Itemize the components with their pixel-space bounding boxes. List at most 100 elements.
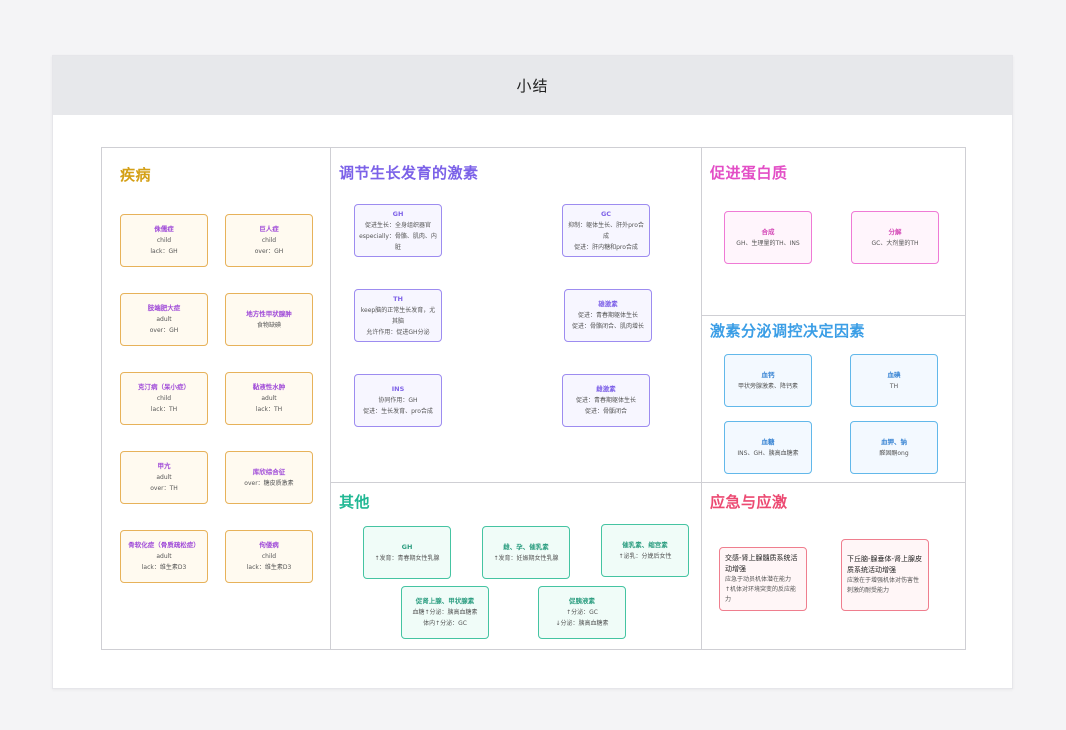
node-title: INS	[391, 385, 405, 393]
section-title-factors: 激素分泌调控决定因素	[710, 322, 866, 340]
section-title-stress: 应急与应激	[710, 493, 788, 511]
node-line: GC、大剂量的TH	[871, 239, 919, 247]
section-title-disease: 疾病	[120, 166, 152, 184]
node-title: 交感-肾上腺髓质系统活动增强	[725, 554, 798, 573]
node-title: GH	[392, 209, 404, 218]
other-node[interactable]: 雌、孕、催乳素 ↑发育：妊娠期女性乳腺	[482, 526, 570, 579]
protein-node[interactable]: 分解 GC、大剂量的TH	[851, 211, 939, 264]
node-line: lack：维生素D3	[246, 564, 292, 571]
node-line: 甲状旁腺激素、降钙素	[737, 382, 798, 390]
disease-node[interactable]: 佝偻病 child lack：维生素D3	[225, 530, 313, 583]
disease-node[interactable]: 库欣综合征 over：糖皮质激素	[225, 451, 313, 504]
node-line: child	[261, 553, 277, 560]
node-line: child	[156, 237, 172, 244]
node-line: ↑发育：妊娠期女性乳腺	[493, 554, 559, 562]
disease-node[interactable]: 地方性甲状腺肿 食物缺碘	[225, 293, 313, 346]
node-line: adult	[156, 553, 172, 560]
node-title: GH	[401, 542, 413, 551]
node-title: 血钾、钠	[881, 437, 907, 446]
disease-node[interactable]: 克汀病（呆小症） child lack：TH	[120, 372, 208, 425]
disease-node[interactable]: 骨软化症（骨质疏松症） adult lack：维生素D3	[120, 530, 208, 583]
stress-node[interactable]: 交感-肾上腺髓质系统活动增强 应急于动员机体潜在能力 ↑机体对环境突变的反应能力	[719, 547, 807, 611]
node-title: 黏液性水肿	[252, 383, 286, 391]
node-title: 库欣综合征	[252, 467, 286, 476]
factor-node[interactable]: 血钾、钠 醛固酮ong	[850, 421, 938, 474]
disease-node[interactable]: 黏液性水肿 adult lack：TH	[225, 372, 313, 425]
other-node[interactable]: GH ↑发育：青春期女性乳腺	[363, 526, 451, 579]
mind-map-board: 疾病 侏儒症 child lack：GH 巨人症 child over：GH 肢…	[101, 147, 966, 650]
disease-node[interactable]: 侏儒症 child lack：GH	[120, 214, 208, 267]
node-line: adult	[156, 316, 172, 323]
section-title-other: 其他	[339, 493, 371, 511]
hormone-node[interactable]: TH keep脑的正常生长发育，尤其脑 允许作用：促进GH分泌	[354, 289, 442, 342]
node-line: 促进：青春期躯体生长	[577, 312, 638, 319]
other-node[interactable]: 催乳素、缩宫素 ↑泌乳：分娩后女性	[601, 524, 689, 577]
node-line: 抑制：躯体生长、肝外pro合成	[568, 221, 644, 240]
node-line: ↓分泌：胰高血糖素	[555, 620, 609, 627]
other-node[interactable]: 促肾上腺、甲状腺素 血糖↑分泌：胰高血糖素 体内↑分泌：GC	[401, 586, 489, 639]
node-title: 佝偻病	[259, 541, 279, 549]
node-line: lack：GH	[150, 248, 178, 255]
node-title: GC	[600, 209, 612, 218]
section-title-hormones: 调节生长发育的激素	[339, 164, 479, 182]
protein-node[interactable]: 合成 GH、生理量的TH、INS	[724, 211, 812, 264]
node-line: 协同作用：GH	[378, 397, 418, 404]
node-line: lack：维生素D3	[141, 564, 187, 571]
divider-right	[701, 148, 702, 649]
page-title: 小结	[53, 56, 1012, 115]
node-title: 雌激素	[596, 385, 616, 393]
disease-node[interactable]: 肢端肥大症 adult over：GH	[120, 293, 208, 346]
node-title: 下丘脑-腺垂体-肾上腺皮质系统活动增强	[847, 555, 923, 574]
node-line: ↑分泌：GC	[566, 609, 598, 616]
disease-node[interactable]: 巨人症 child over：GH	[225, 214, 313, 267]
node-line: child	[156, 395, 172, 402]
node-title: TH	[393, 294, 403, 303]
node-line: GH、生理量的TH、INS	[736, 239, 800, 247]
node-title: 巨人症	[259, 225, 279, 233]
node-line: over：GH	[149, 327, 179, 334]
node-title: 促肾上腺、甲状腺素	[415, 597, 475, 605]
factor-node[interactable]: 血碘 TH	[850, 354, 938, 407]
node-line: adult	[261, 395, 277, 402]
summary-card: 小结 疾病 侏儒症 child lack：GH 巨人症 child over：G…	[52, 55, 1013, 689]
node-line: TH	[889, 382, 899, 390]
factor-node[interactable]: 血钙 甲状旁腺激素、降钙素	[724, 354, 812, 407]
node-line: lack：TH	[255, 406, 283, 413]
node-line: 允许作用：促进GH分泌	[366, 328, 430, 336]
node-line: 醛固酮ong	[879, 449, 909, 457]
node-title: 雄激素	[598, 300, 618, 308]
node-line: 促进：骨骼闭合、肌肉增长	[571, 323, 644, 330]
node-line: 血糖↑分泌：胰高血糖素	[412, 609, 478, 616]
hormone-node[interactable]: 雌激素 促进：青春期躯体生长 促进：骨骺闭合	[562, 374, 650, 427]
factor-node[interactable]: 血糖 INS、GH、胰高血糖素	[724, 421, 812, 474]
divider-right-bottom	[702, 482, 965, 483]
node-title: 雌、孕、催乳素	[503, 542, 549, 551]
node-line: 促进生长：全身组织器官	[364, 221, 431, 229]
node-title: 地方性甲状腺肿	[246, 309, 292, 318]
divider-left	[330, 148, 331, 649]
node-line: 食物缺碘	[256, 321, 281, 329]
divider-middle	[331, 482, 701, 483]
stress-node[interactable]: 下丘脑-腺垂体-肾上腺皮质系统活动增强 应激在于增强机体对伤害性刺激的耐受能力	[841, 539, 929, 611]
node-line: over：TH	[150, 485, 178, 492]
node-line: 应急于动员机体潜在能力	[725, 576, 792, 583]
other-node[interactable]: 促胰液素 ↑分泌：GC ↓分泌：胰高血糖素	[538, 586, 626, 639]
node-title: 克汀病（呆小症）	[138, 383, 190, 391]
node-line: 体内↑分泌：GC	[423, 620, 467, 627]
node-line: 促进：生长发育、pro合成	[363, 408, 433, 415]
node-title: 侏儒症	[154, 225, 174, 233]
divider-right-top	[702, 315, 965, 316]
node-line: over：GH	[254, 248, 284, 255]
node-line: ↑机体对环境突变的反应能力	[725, 586, 797, 603]
node-title: 血碘	[887, 370, 901, 379]
node-title: 肢端肥大症	[147, 304, 181, 312]
node-line: INS、GH、胰高血糖素	[737, 449, 799, 457]
hormone-node[interactable]: INS 协同作用：GH 促进：生长发育、pro合成	[354, 374, 442, 427]
node-line: keep脑的正常生长发育，尤其脑	[360, 306, 436, 325]
hormone-node[interactable]: GC 抑制：躯体生长、肝外pro合成 促进：肝内糖和pro合成	[562, 204, 650, 257]
node-title: 甲亢	[157, 462, 171, 470]
disease-node[interactable]: 甲亢 adult over：TH	[120, 451, 208, 504]
hormone-node[interactable]: 雄激素 促进：青春期躯体生长 促进：骨骼闭合、肌肉增长	[564, 289, 652, 342]
hormone-node[interactable]: GH 促进生长：全身组织器官 especially：骨骼、肌肉、内脏	[354, 204, 442, 257]
node-title: 血钙	[761, 370, 775, 379]
